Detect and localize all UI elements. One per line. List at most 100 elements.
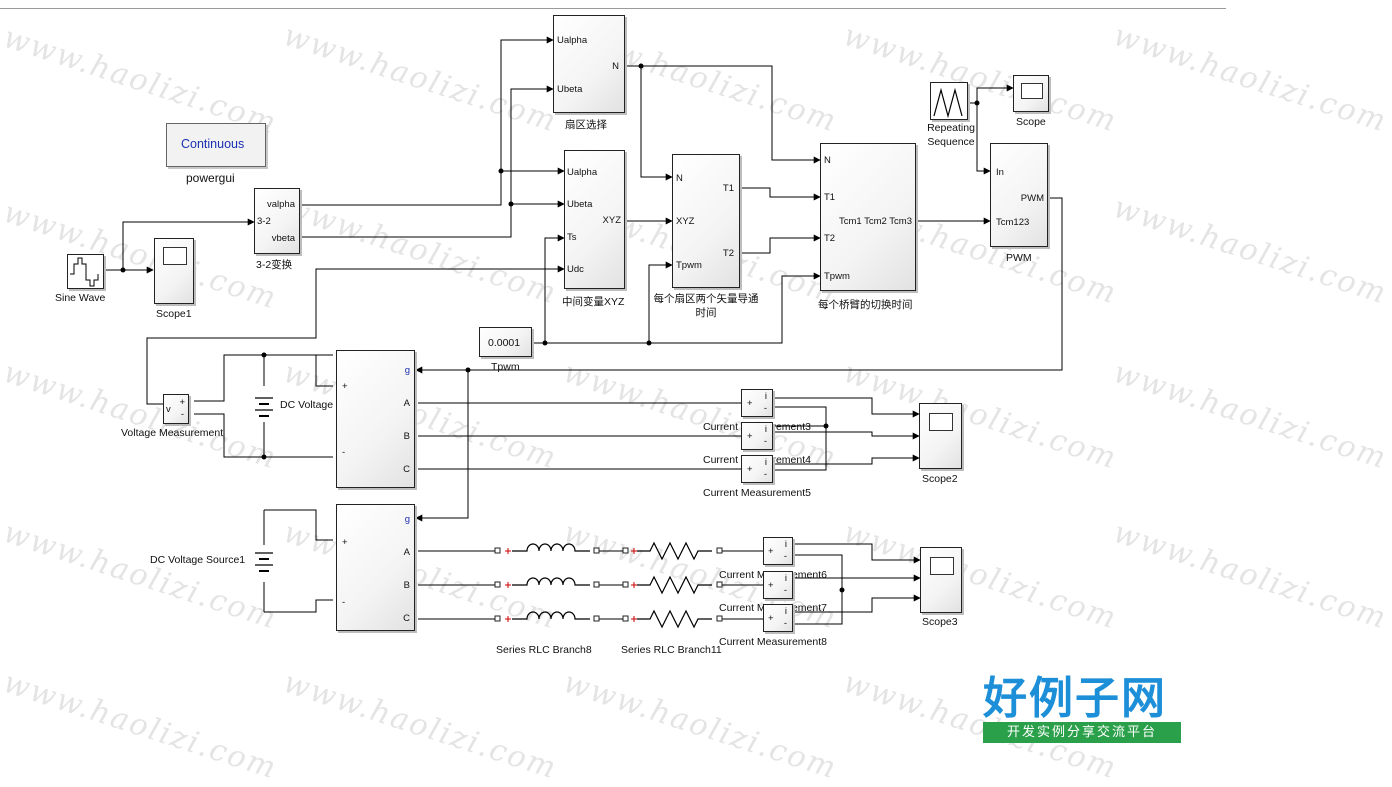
port-t1: T1 [722, 183, 734, 194]
tpwm-label: Tpwm [491, 361, 520, 373]
transform-3-2-label: 3-2变换 [256, 259, 293, 271]
powergui-block[interactable]: Continuous [166, 123, 266, 167]
scope3-block[interactable] [920, 547, 962, 613]
sector-selection-label: 扇区选择 [565, 119, 607, 131]
port-i: i [764, 424, 767, 435]
port-minus: - [763, 403, 767, 414]
port-n: N [612, 61, 619, 72]
port-minus: - [783, 551, 787, 562]
tpwm-value: 0.0001 [488, 337, 521, 349]
universal-bridge-1[interactable]: g + A B - C [336, 350, 415, 488]
port-v: v [166, 404, 171, 415]
port-plus: + [747, 431, 753, 442]
port-plus: + [342, 381, 348, 392]
current-measurement8-label: Current Measurement8 [719, 636, 827, 648]
port-3-2: 3-2 [257, 216, 271, 227]
port-valpha: valpha [267, 199, 295, 210]
powergui-mode: Continuous [181, 137, 245, 151]
port-g: g [404, 365, 410, 376]
port-b: B [403, 580, 410, 591]
pwm-label: PWM [1006, 252, 1032, 264]
port-tpwm: Tpwm [676, 260, 702, 271]
port-minus: - [763, 469, 767, 480]
port-minus: - [342, 597, 346, 608]
port-ts: Ts [567, 232, 577, 243]
port-i: i [784, 606, 787, 617]
port-vbeta: vbeta [271, 233, 295, 244]
voltage-measurement-block[interactable]: v + - [163, 394, 189, 424]
tpwm-constant-block[interactable]: 0.0001 [479, 327, 532, 357]
simulink-canvas: www.haolizi.com www.haolizi.com www.haol… [0, 8, 1392, 787]
scope-label: Scope [1016, 116, 1046, 128]
scope-screen-icon [930, 557, 954, 575]
universal-bridge-2[interactable]: g + A B - C [336, 504, 415, 631]
port-tcm123: Tcm123 [996, 217, 1030, 228]
scope-screen-icon [163, 247, 187, 265]
toolbar-divider [0, 8, 1226, 9]
port-t2: T2 [722, 248, 734, 259]
port-b: B [403, 431, 410, 442]
scope1-block[interactable] [154, 238, 194, 304]
port-ubeta: Ubeta [567, 199, 593, 210]
port-plus: + [768, 580, 774, 591]
repeating-sequence-block[interactable] [930, 82, 968, 120]
scope1-label: Scope1 [156, 308, 192, 320]
port-n: N [824, 155, 831, 166]
vector-conduction-time-block[interactable]: N T1 XYZ T2 Tpwm [672, 154, 740, 288]
current-measurement6-block[interactable]: + i - [763, 537, 793, 565]
current-measurement3-block[interactable]: + i - [741, 389, 773, 417]
port-ubeta: Ubeta [557, 84, 583, 95]
mid-xyz-label: 中间变量XYZ [562, 296, 625, 308]
sector-selection-block[interactable]: Ualpha N Ubeta [553, 15, 625, 113]
mid-xyz-block[interactable]: Ualpha Ubeta XYZ Ts Udc [564, 150, 625, 289]
port-tcm: Tcm1 Tcm2 Tcm3 [838, 216, 912, 227]
dc-voltage-source1-label: DC Voltage Source1 [150, 554, 246, 566]
port-in: In [996, 167, 1004, 178]
sine-wave-label: Sine Wave [55, 292, 106, 304]
rlc-branch11-label: Series RLC Branch11 [621, 644, 722, 656]
port-ualpha: Ualpha [557, 35, 588, 46]
port-t1: T1 [824, 192, 836, 203]
signal-lines [70, 36, 1063, 629]
port-plus: + [342, 537, 348, 548]
port-plus: + [747, 398, 753, 409]
sine-wave-block[interactable] [67, 254, 104, 289]
current-measurement7-block[interactable]: + i - [763, 571, 793, 599]
port-minus: - [783, 618, 787, 629]
port-n: N [676, 173, 683, 184]
pwm-block[interactable]: In PWM Tcm123 [990, 143, 1048, 247]
voltage-measurement-label: Voltage Measurement [121, 427, 224, 439]
current-measurement5-block[interactable]: + i - [741, 455, 773, 483]
port-ualpha: Ualpha [567, 167, 598, 178]
port-t2: T2 [824, 233, 836, 244]
scope-screen-icon [929, 413, 953, 431]
port-xyz: XYZ [676, 216, 695, 227]
transform-3-2-block[interactable]: valpha 3-2 vbeta [254, 188, 300, 254]
port-a: A [403, 398, 410, 409]
bridge-switching-time-label: 每个桥臂的切换时间 [818, 299, 913, 311]
vector-conduction-time-label: 每个扇区两个矢量导通时间 [653, 293, 759, 319]
scope3-label: Scope3 [922, 616, 958, 628]
site-logo-tagline: 开发实例分享交流平台 [983, 722, 1181, 743]
port-i: i [784, 539, 787, 550]
scope-screen-icon [1021, 83, 1043, 99]
port-plus: + [768, 546, 774, 557]
current-measurement5-label: Current Measurement5 [703, 487, 811, 499]
port-c: C [403, 613, 410, 624]
scope-block[interactable] [1013, 75, 1049, 112]
port-c: C [403, 464, 410, 475]
port-plus: + [747, 464, 753, 475]
repeating-sequence-label: Repeating Sequence [927, 122, 975, 148]
port-plus: + [179, 397, 185, 408]
port-minus: - [763, 436, 767, 447]
bridge-switching-time-block[interactable]: N T1 Tcm1 Tcm2 Tcm3 T2 Tpwm [820, 143, 916, 291]
port-plus: + [768, 613, 774, 624]
rlc-branch8-label: Series RLC Branch8 [496, 644, 592, 656]
port-a: A [403, 547, 410, 558]
current-measurement4-block[interactable]: + i - [741, 422, 773, 450]
powergui-label: powergui [186, 171, 235, 185]
port-minus: - [783, 585, 787, 596]
scope2-block[interactable] [919, 403, 962, 469]
current-measurement8-block[interactable]: + i - [763, 604, 793, 632]
port-pwm: PWM [1020, 193, 1044, 204]
